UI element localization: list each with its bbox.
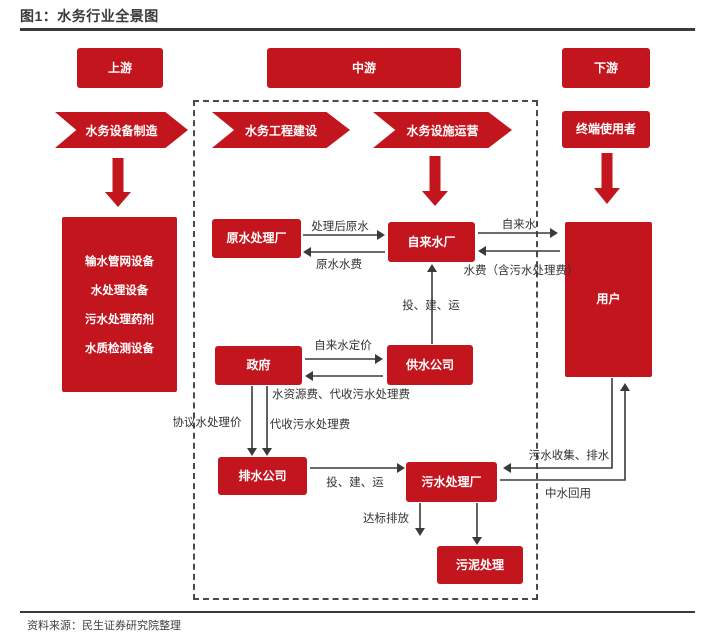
stage-construction-chevron: 水务工程建设 xyxy=(212,112,350,148)
stage-end-user-box: 终端使用者 xyxy=(562,111,650,148)
edge-water-fee-arrow xyxy=(478,246,560,256)
header-downstream: 下游 xyxy=(562,48,650,88)
edge-raw-water-fee-arrow xyxy=(303,247,385,257)
edge-agreement-price-arrow xyxy=(247,386,257,456)
label-compliant-discharge: 达标排放 xyxy=(363,513,409,525)
big-arrow-equipment-down xyxy=(105,158,131,207)
label-agreement-treatment-price: 协议水处理价 xyxy=(172,417,242,429)
label-reclaimed-water: 中水回用 xyxy=(545,488,591,500)
header-upstream: 上游 xyxy=(77,48,163,88)
equipment-item: 水处理设备 xyxy=(90,285,149,297)
stage-equipment-chevron: 水务设备制造 xyxy=(55,112,188,148)
label-tap-water: 自来水 xyxy=(501,219,537,231)
figure-title: 图1：水务行业全景图 xyxy=(20,8,159,24)
node-users: 用户 xyxy=(565,222,652,377)
edge-invest-build-operate-supply-arrow xyxy=(427,264,437,344)
node-tap-water-plant: 自来水厂 xyxy=(388,222,475,262)
node-government: 政府 xyxy=(215,346,302,385)
edge-tap-water-pricing-arrow xyxy=(305,354,383,364)
label-invest-build-operate-drainage: 投、建、运 xyxy=(326,477,384,489)
label-treated-raw-water: 处理后原水 xyxy=(311,221,369,233)
edge-collected-sewage-fee-arrow xyxy=(262,386,272,456)
label-water-fee: 水费（含污水处理费） xyxy=(463,265,579,277)
equipment-item: 污水处理药剂 xyxy=(85,314,154,326)
footer-divider xyxy=(20,611,695,613)
edge-treated-raw-water-arrow xyxy=(303,230,385,240)
label-invest-build-operate-supply: 投、建、运 xyxy=(402,300,460,312)
title-underline xyxy=(20,28,695,31)
equipment-item: 输水管网设备 xyxy=(85,256,154,268)
label-raw-water-fee: 原水水费 xyxy=(316,259,362,271)
edge-water-resource-fee-arrow xyxy=(305,371,383,381)
source-note: 资料来源：民生证券研究院整理 xyxy=(27,620,181,632)
stage-operation-chevron: 水务设施运营 xyxy=(373,112,512,148)
node-equipment-list: 输水管网设备 水处理设备 污水处理药剂 水质检测设备 xyxy=(62,217,177,392)
label-collected-sewage-fee: 代收污水处理费 xyxy=(269,419,351,431)
label-sewage-collection: 污水收集、排水 xyxy=(528,450,610,462)
header-midstream: 中游 xyxy=(267,48,461,88)
node-raw-water-plant: 原水处理厂 xyxy=(212,219,301,258)
edge-compliant-discharge-arrow xyxy=(415,503,425,536)
label-water-resource-fee: 水资源费、代收污水处理费 xyxy=(272,389,410,401)
node-water-supply-co: 供水公司 xyxy=(387,345,473,385)
node-sewage-plant: 污水处理厂 xyxy=(406,462,497,502)
edge-sewage-to-sludge-arrow xyxy=(472,503,482,545)
node-drainage-co: 排水公司 xyxy=(218,457,307,495)
big-arrow-operation-down xyxy=(422,156,448,206)
edge-sewage-collection-arrow xyxy=(503,378,613,473)
midstream-dashed-frame xyxy=(193,100,538,600)
label-tap-water-pricing: 自来水定价 xyxy=(314,340,372,352)
edge-invest-build-operate-drainage-arrow xyxy=(310,463,405,473)
edge-reclaimed-water-arrow xyxy=(500,383,630,481)
node-sludge-treatment: 污泥处理 xyxy=(437,546,523,584)
edge-tap-water-arrow xyxy=(478,228,558,238)
big-arrow-enduser-down xyxy=(594,153,620,204)
equipment-item: 水质检测设备 xyxy=(85,343,154,355)
